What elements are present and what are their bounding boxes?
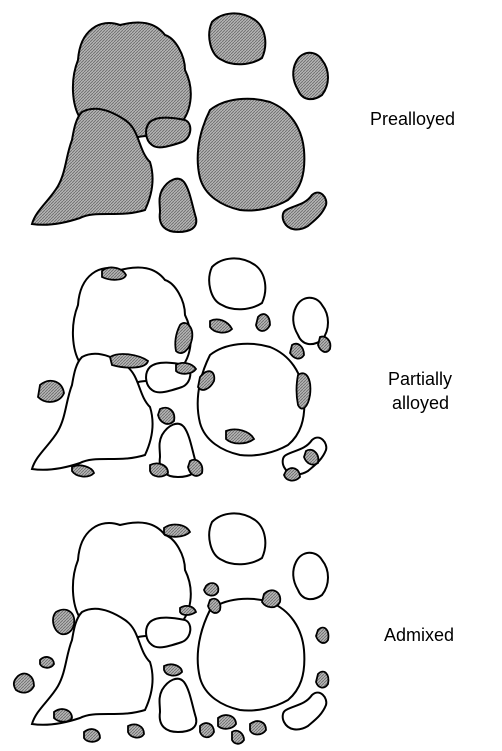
attached-alloy-particle [304,450,318,465]
particle-base [209,513,265,564]
particle-prealloyed [146,118,190,148]
admixed-alloy-particle [164,664,182,675]
attached-alloy-particle [318,337,330,352]
attached-alloy-particle [297,373,311,408]
attached-alloy-particle [188,460,202,476]
prealloyed-panel: Prealloyed [32,13,455,232]
particle-base [293,553,328,599]
particle-prealloyed [209,13,265,64]
admixed-alloy-particle [200,723,214,737]
particle-prealloyed [160,179,197,232]
partially-alloyed-panel: Partially alloyed [32,258,457,480]
attached-alloy-particle [176,363,196,374]
admixed-alloy-particle [164,525,190,537]
attached-alloy-particle [150,463,168,476]
particle-prealloyed [293,53,328,99]
attached-alloy-particle [290,344,304,359]
admixed-alloy-particle [204,583,218,596]
admixed-alloy-particle [232,731,244,744]
prealloyed-label: Prealloyed [370,109,455,129]
admixed-alloy-particle [250,721,266,734]
admixed-alloy-particle [128,724,144,737]
admixed-alloy-particle [54,709,72,722]
particle-prealloyed [198,99,305,211]
admixed-alloy-particle [218,715,236,729]
particle-base [198,599,305,711]
attached-alloy-particle [256,314,270,331]
admixed-alloy-particle [180,606,196,615]
attached-alloy-particle [210,319,232,332]
prealloyed-label-line: Prealloyed [370,109,455,129]
partially-alloyed-label-line-1: Partially [388,369,452,389]
particle-base [209,258,265,309]
admixed-alloy-particle [316,628,328,643]
admixed-alloy-particle [208,599,220,613]
admixed-alloy-particle [262,590,280,607]
admixed-alloy-particle [84,729,100,742]
attached-alloy-particle [158,408,174,424]
attached-alloy-particle [72,465,94,476]
admixed-label-line: Admixed [384,625,454,645]
admixed-panel: Admixed [14,513,454,743]
admixed-alloy-particle [40,657,54,668]
partially-alloyed-label-line-2: alloyed [392,393,449,413]
particle-base [160,679,197,732]
particle-base [146,618,190,648]
admixed-alloy-particle [316,672,328,688]
admixed-alloy-particle [53,610,74,635]
admixed-label: Admixed [384,625,454,645]
attached-alloy-particle [284,468,300,481]
admixed-alloy-particle [14,674,34,693]
partially-alloyed-label: Partially alloyed [388,369,457,413]
attached-alloy-particle [38,381,64,402]
